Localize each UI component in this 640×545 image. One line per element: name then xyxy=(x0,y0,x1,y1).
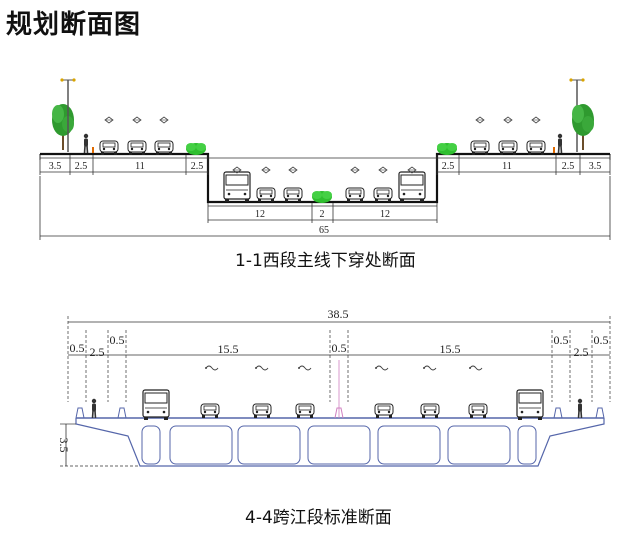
dim-left-c: 0.5 xyxy=(110,333,125,347)
dim-total-38-5: 38.5 xyxy=(328,307,349,321)
dim-median: 2 xyxy=(320,209,325,220)
dim-right-a: 0.5 xyxy=(554,333,569,347)
section-1-1: 3.5 2.5 11 2.5 12 2 12 2.5 11 2.5 3.5 65 xyxy=(39,77,611,240)
dim-left-b: 2.5 xyxy=(90,345,105,359)
dim-left-road: 11 xyxy=(135,161,145,172)
dim-median: 0.5 xyxy=(332,341,347,355)
dim-height-3-5: 3.5 xyxy=(57,438,71,453)
section2-caption: 4-4跨江段标准断面 xyxy=(245,508,392,528)
dim-left-road: 15.5 xyxy=(218,342,239,356)
dim-total-65: 65 xyxy=(319,225,329,236)
dim-left-edge: 2.5 xyxy=(191,161,204,172)
dim-right-b: 2.5 xyxy=(574,345,589,359)
dim-left-a: 0.5 xyxy=(70,341,85,355)
dim-right-green: 2.5 xyxy=(562,161,575,172)
box-girder xyxy=(75,418,605,467)
dim-right-edge: 2.5 xyxy=(442,161,455,172)
section1-caption: 1-1西段主线下穿处断面 xyxy=(235,251,416,271)
dim-right-sidewalk: 3.5 xyxy=(589,161,602,172)
dim-right-c: 0.5 xyxy=(594,333,609,347)
section-4-4: 38.5 0.5 2.5 0.5 15.5 0.5 15.5 0.5 2.5 0… xyxy=(57,307,611,467)
dim-left-sidewalk: 3.5 xyxy=(49,161,62,172)
dim-left-green: 2.5 xyxy=(75,161,88,172)
dim-sunken-right: 12 xyxy=(380,209,390,220)
page-title: 规划断面图 xyxy=(6,10,142,40)
dim-sunken-left: 12 xyxy=(255,209,265,220)
dim-right-road: 11 xyxy=(502,161,512,172)
dim-right-road: 15.5 xyxy=(440,342,461,356)
